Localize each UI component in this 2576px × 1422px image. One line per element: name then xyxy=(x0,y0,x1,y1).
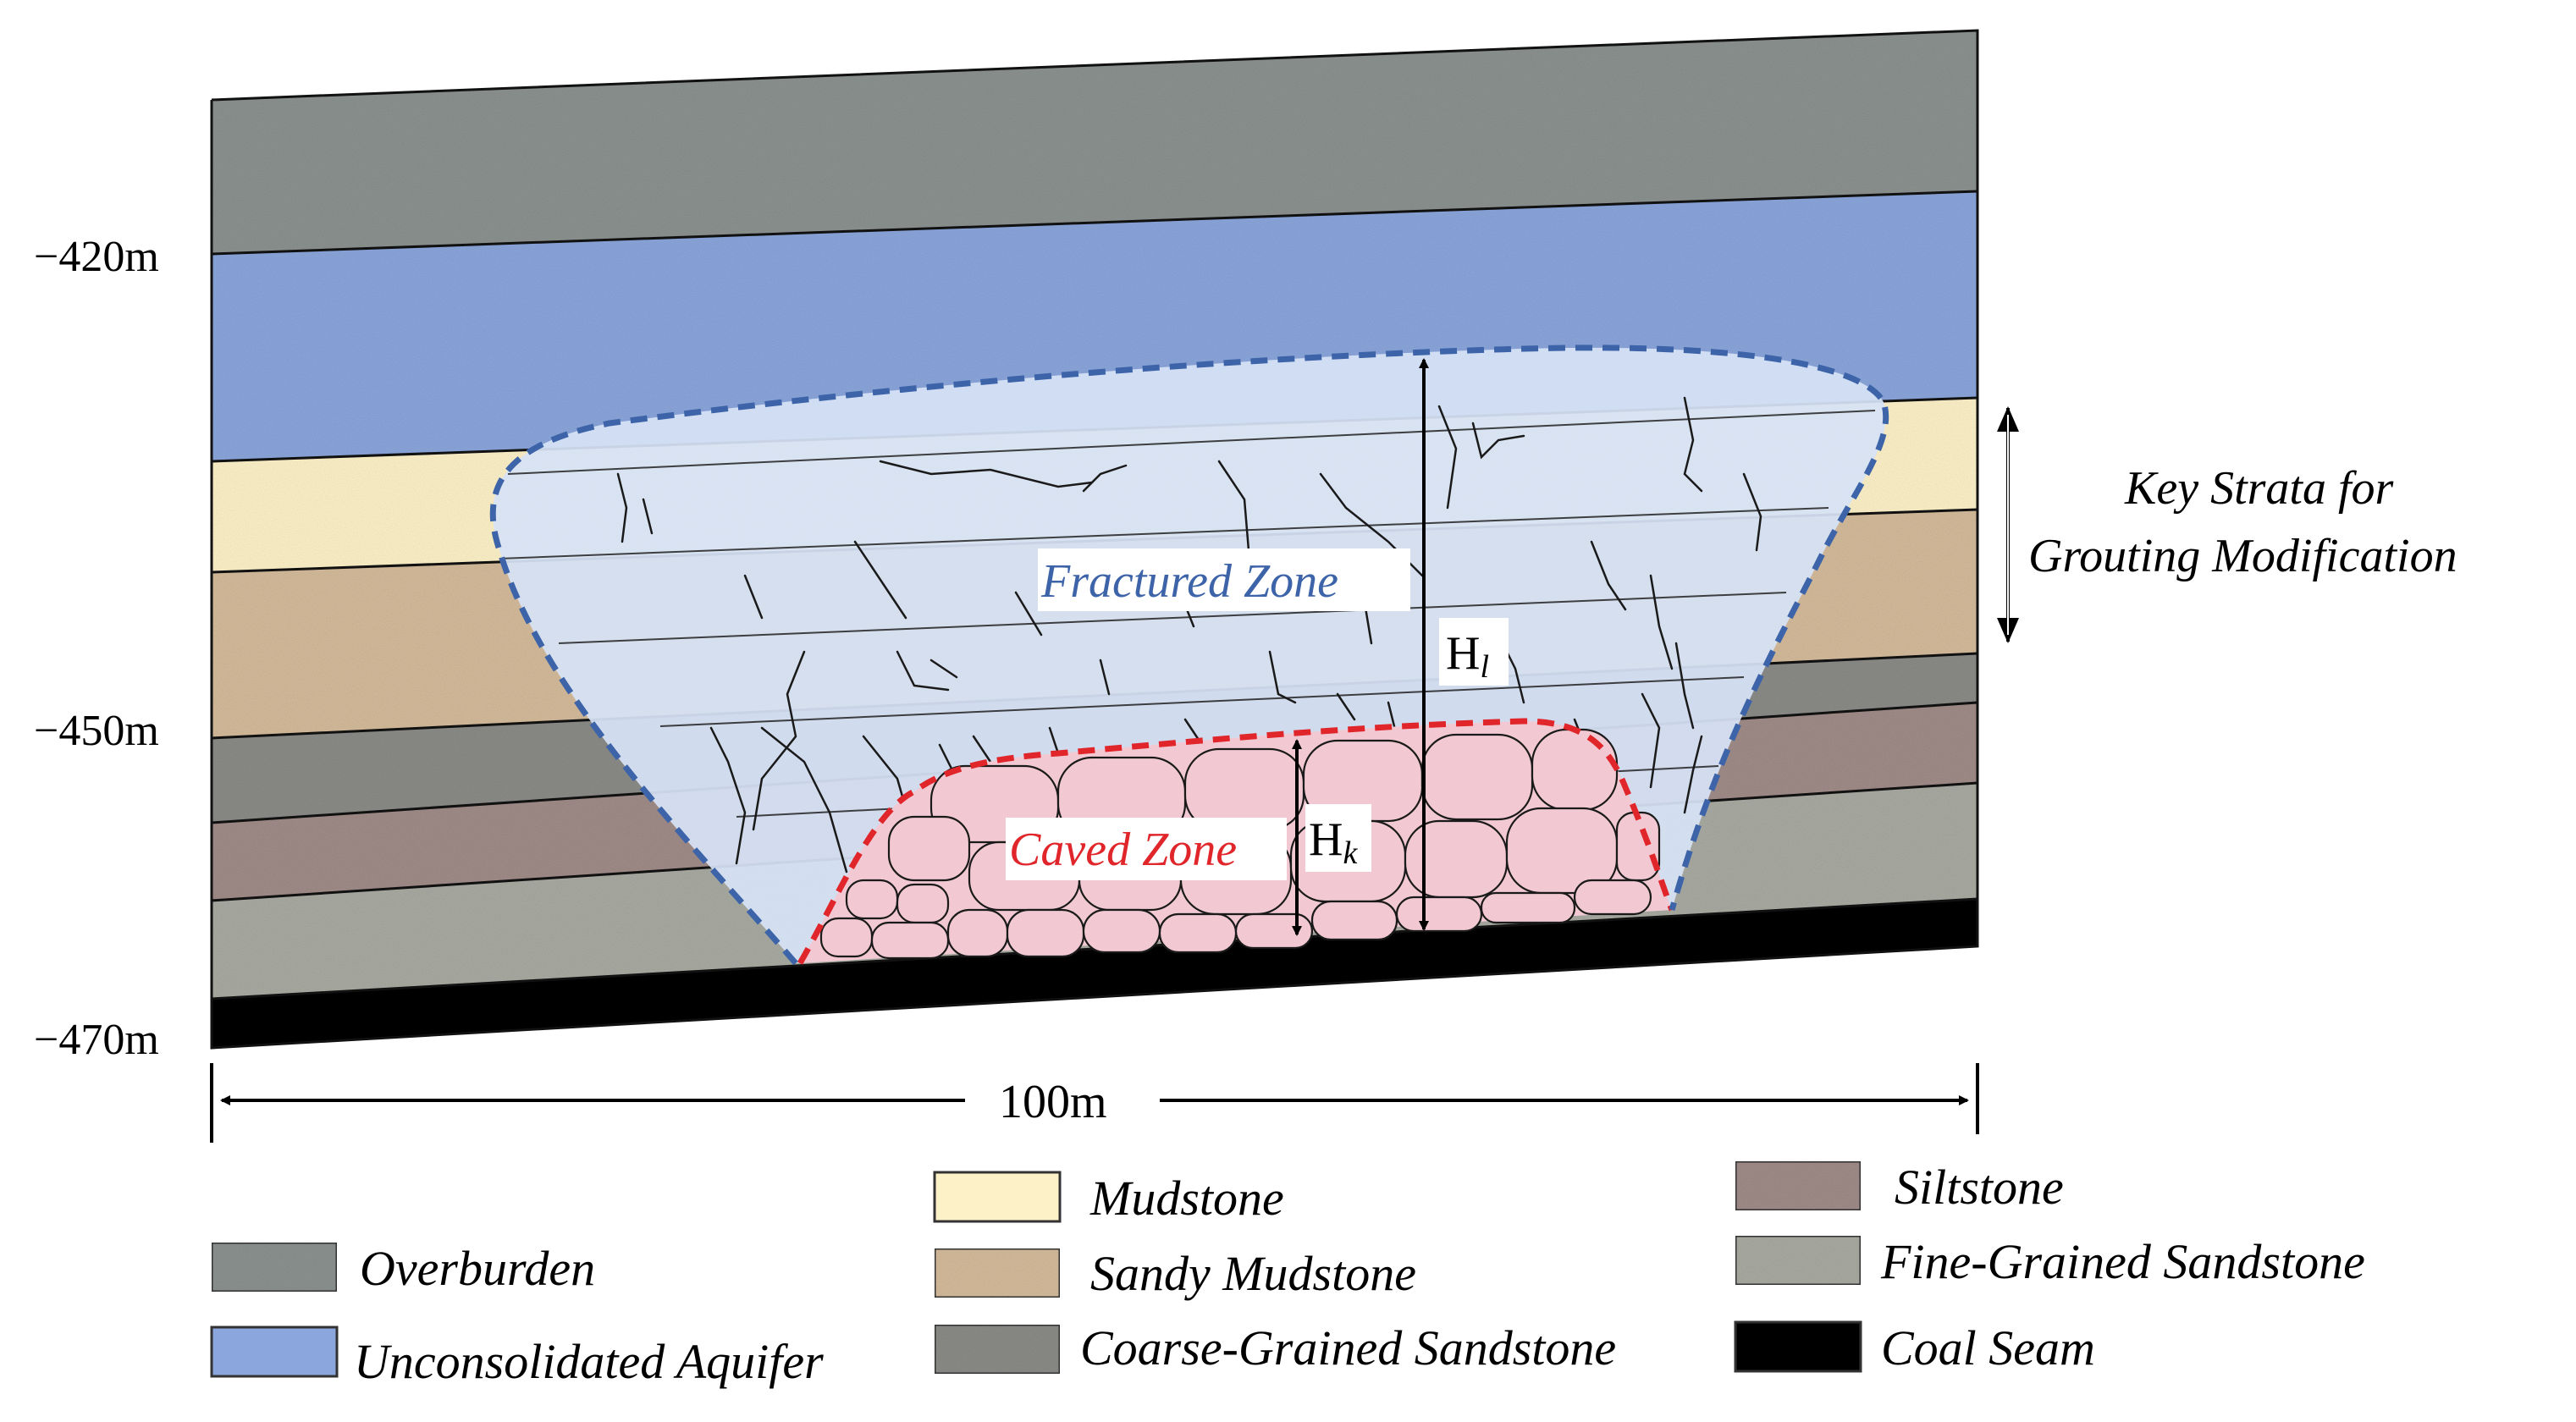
legend-item-overburden: Overburden xyxy=(210,1241,595,1296)
legend-item-coarse-sandstone: Coarse-Grained Sandstone xyxy=(933,1320,1616,1375)
legend-item-fine-sandstone: Fine-Grained Sandstone xyxy=(1734,1234,2365,1289)
caved-zone-label-group: Caved Zone xyxy=(1006,818,1287,880)
depth-axis: −420m −450m −470m xyxy=(34,233,159,1064)
svg-text:Hk: Hk xyxy=(1309,813,1358,871)
svg-text:Overburden: Overburden xyxy=(360,1241,595,1296)
layer-overburden xyxy=(212,30,1978,254)
fractured-zone-label-group: Fractured Zone xyxy=(1038,548,1410,611)
caved-zone-boundary xyxy=(797,718,1675,965)
svg-text:Sandy Mudstone: Sandy Mudstone xyxy=(1090,1246,1416,1301)
svg-text:Mudstone: Mudstone xyxy=(1089,1171,1284,1226)
caved-height-label: Hk xyxy=(1305,804,1371,872)
legend-item-sandy-mudstone: Sandy Mudstone xyxy=(933,1246,1416,1301)
width-dimension: 100m xyxy=(210,1063,1979,1143)
fractured-zone-label: Fractured Zone xyxy=(1040,555,1338,608)
depth-label-420: −420m xyxy=(34,233,159,281)
svg-text:Coal Seam: Coal Seam xyxy=(1881,1320,2095,1375)
layer-coal-seam xyxy=(212,899,1978,1048)
svg-text:Hl: Hl xyxy=(1446,627,1489,685)
legend-item-aquifer: Unconsolidated Aquifer xyxy=(210,1326,824,1389)
height-arrows xyxy=(1292,358,1429,936)
key-strata-line2: Grouting Modification xyxy=(2028,530,2457,582)
legend: Overburden Unconsolidated Aquifer Mudsto… xyxy=(210,1160,2365,1389)
svg-text:Unconsolidated Aquifer: Unconsolidated Aquifer xyxy=(354,1334,824,1389)
svg-text:Siltstone: Siltstone xyxy=(1895,1160,2064,1215)
fractured-zone-boundary xyxy=(489,344,1889,966)
legend-item-mudstone: Mudstone xyxy=(933,1171,1284,1226)
depth-label-470: −470m xyxy=(34,1016,159,1064)
legend-item-coal-seam: Coal Seam xyxy=(1734,1320,2095,1375)
depth-label-450: −450m xyxy=(34,707,159,755)
svg-text:Fine-Grained Sandstone: Fine-Grained Sandstone xyxy=(1880,1234,2365,1289)
key-strata-line1: Key Strata for xyxy=(2124,462,2394,515)
legend-item-siltstone: Siltstone xyxy=(1734,1160,2064,1215)
width-label: 100m xyxy=(999,1076,1107,1128)
fractured-height-label: Hl xyxy=(1439,618,1509,686)
caved-zone-label: Caved Zone xyxy=(1009,824,1237,876)
svg-text:Coarse-Grained Sandstone: Coarse-Grained Sandstone xyxy=(1080,1320,1616,1375)
